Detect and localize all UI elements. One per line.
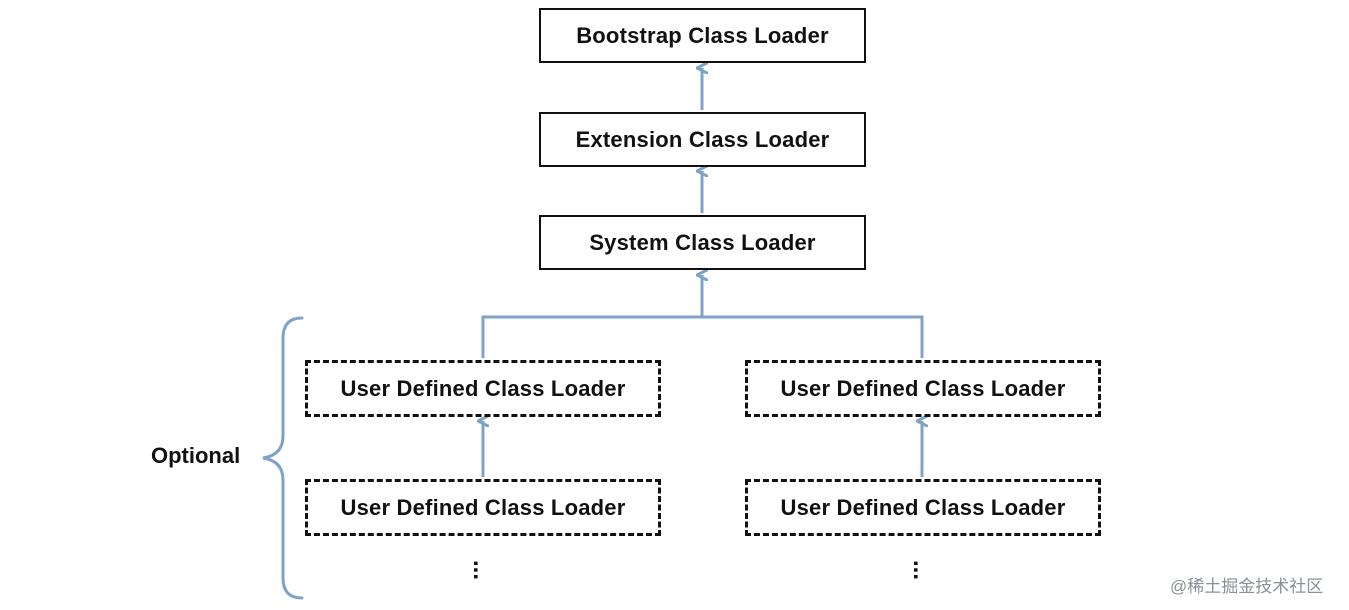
extension-class-loader-box: Extension Class Loader [539,112,866,167]
user-defined-class-loader-box-left-2: User Defined Class Loader [305,479,661,536]
watermark-text: @稀土掘金技术社区 [1170,577,1324,596]
user-defined-class-loader-box-left-1: User Defined Class Loader [305,360,661,417]
bootstrap-class-loader-box: Bootstrap Class Loader [539,8,866,63]
user-defined-class-loader-box-right-1: User Defined Class Loader [745,360,1101,417]
optional-label: Optional [151,443,241,468]
system-class-loader-box: System Class Loader [539,215,866,270]
user-defined-class-loader-box-right-2: User Defined Class Loader [745,479,1101,536]
optional-brace [262,316,304,600]
ellipsis-right: ... [908,559,936,581]
connector-users-to-system [481,315,924,358]
ellipsis-left: ... [468,559,496,581]
